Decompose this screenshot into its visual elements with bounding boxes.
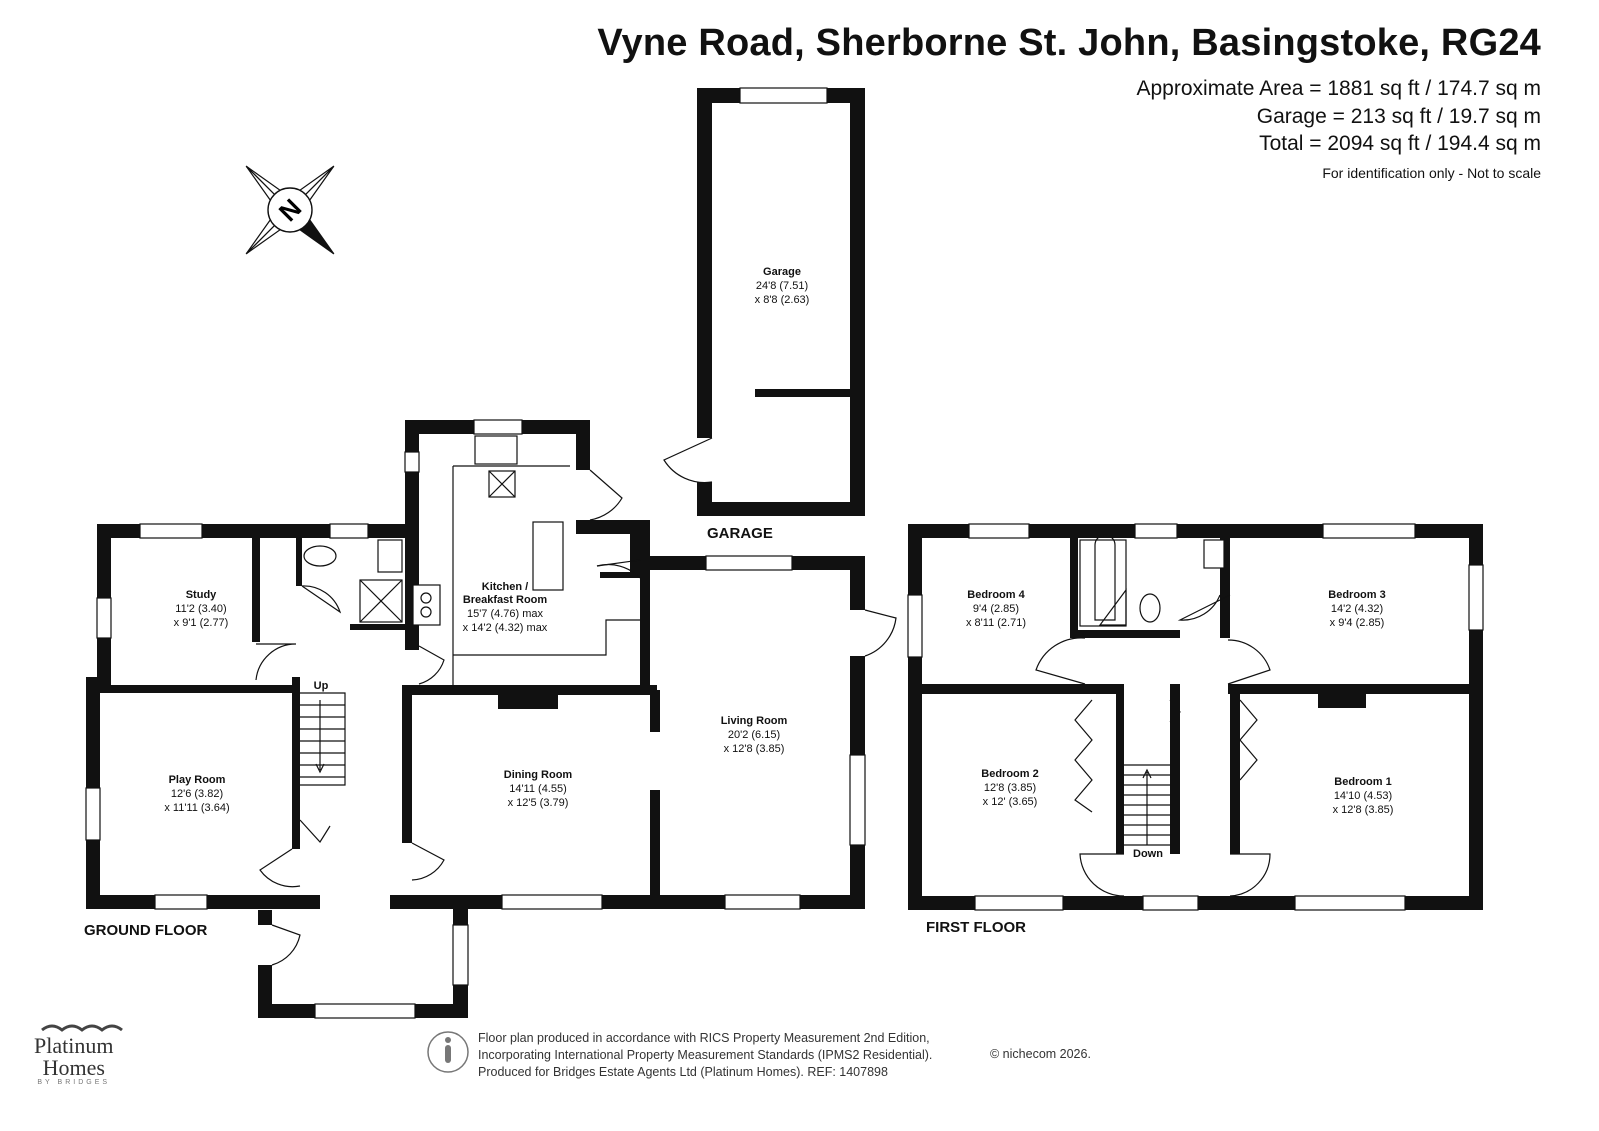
garage-floor-label: GARAGE	[707, 525, 773, 542]
kitchen-room-name-2: Breakfast Room	[463, 594, 548, 606]
first-floor-windows	[907, 523, 1484, 911]
garage-room-dim2: x 8'8 (2.63)	[755, 294, 810, 306]
copyright-text: © nichecom 2026.	[990, 1047, 1091, 1061]
study-room-dim1: 11'2 (3.40)	[175, 603, 226, 615]
footer-line-2: Incorporating International Property Mea…	[478, 1048, 933, 1062]
bedroom1-dim2: x 12'8 (3.85)	[1333, 804, 1394, 816]
footer-line-3: Produced for Bridges Estate Agents Ltd (…	[478, 1065, 888, 1079]
play-room-dim1: 12'6 (3.82)	[171, 788, 223, 800]
garage-walls	[663, 87, 865, 516]
living-room-dim1: 20'2 (6.15)	[728, 729, 780, 741]
brand-line-1: Platinum	[34, 1033, 114, 1058]
play-room-name: Play Room	[169, 774, 226, 786]
brand-line-3: BY BRIDGES	[37, 1079, 111, 1086]
kitchen-room-name: Kitchen /	[482, 581, 528, 593]
garage-room-name: Garage	[763, 266, 801, 278]
dining-label: Dining Room 14'11 (4.55) x 12'5 (3.79)	[504, 769, 573, 809]
bedroom3-label: Bedroom 3 14'2 (4.32) x 9'4 (2.85)	[1328, 589, 1385, 629]
stairs-up-label: Up	[314, 680, 329, 692]
dining-room-dim1: 14'11 (4.55)	[509, 783, 567, 795]
bedroom3-dim1: 14'2 (4.32)	[1331, 603, 1383, 615]
kitchen-room-dim1: 15'7 (4.76) max	[467, 608, 544, 620]
living-label: Living Room 20'2 (6.15) x 12'8 (3.85)	[721, 715, 788, 755]
footer-disclaimer: Floor plan produced in accordance with R…	[478, 1030, 932, 1081]
study-room-dim2: x 9'1 (2.77)	[174, 617, 229, 629]
compass-rose-icon	[245, 165, 335, 255]
bedroom4-name: Bedroom 4	[967, 589, 1025, 601]
garage-area-text: Garage = 213 sq ft / 19.7 sq m	[1256, 105, 1541, 128]
living-room-name: Living Room	[721, 715, 788, 727]
total-area-text: Total = 2094 sq ft / 194.4 sq m	[1259, 132, 1541, 155]
bedroom1-label: Bedroom 1 14'10 (4.53) x 12'8 (3.85)	[1333, 776, 1394, 816]
garage-room-dim1: 24'8 (7.51)	[756, 280, 808, 292]
garage-label: Garage 24'8 (7.51) x 8'8 (2.63)	[755, 266, 810, 306]
ground-floor-windows	[85, 419, 897, 1019]
dining-room-name: Dining Room	[504, 769, 573, 781]
kitchen-room-dim2: x 14'2 (4.32) max	[463, 622, 548, 634]
brand-line-2: Homes	[42, 1055, 105, 1080]
study-label: Study 11'2 (3.40) x 9'1 (2.77)	[174, 589, 229, 629]
ground-floor-label: GROUND FLOOR	[84, 922, 207, 939]
ground-floor-fixtures	[299, 435, 640, 843]
first-floor-label: FIRST FLOOR	[926, 919, 1026, 936]
play-room-dim2: x 11'11 (3.64)	[164, 802, 229, 814]
property-address-title: Vyne Road, Sherborne St. John, Basingsto…	[597, 22, 1541, 64]
bedroom2-dim1: 12'8 (3.85)	[984, 782, 1036, 794]
study-room-name: Study	[186, 589, 217, 601]
living-room-dim2: x 12'8 (3.85)	[724, 743, 785, 755]
bedroom2-dim2: x 12' (3.65)	[983, 796, 1038, 808]
bedroom2-label: Bedroom 2 12'8 (3.85) x 12' (3.65)	[981, 768, 1038, 808]
bedroom4-label: Bedroom 4 9'4 (2.85) x 8'11 (2.71)	[966, 589, 1026, 629]
bedroom2-name: Bedroom 2	[981, 768, 1038, 780]
person-icon	[427, 1031, 469, 1073]
bedroom1-name: Bedroom 1	[1334, 776, 1391, 788]
bedroom3-name: Bedroom 3	[1328, 589, 1385, 601]
kitchen-label: Kitchen / Breakfast Room 15'7 (4.76) max…	[463, 581, 548, 634]
brand-logo: Platinum Homes BY BRIDGES	[34, 1033, 114, 1087]
first-floor-walls	[908, 524, 1483, 910]
bedroom3-dim2: x 9'4 (2.85)	[1330, 617, 1385, 629]
disclaimer-note: For identification only - Not to scale	[1322, 165, 1541, 181]
approximate-area-text: Approximate Area = 1881 sq ft / 174.7 sq…	[1136, 77, 1542, 100]
footer-line-1: Floor plan produced in accordance with R…	[478, 1031, 930, 1045]
dining-room-dim2: x 12'5 (3.79)	[508, 797, 569, 809]
stairs-down-label: Down	[1133, 848, 1163, 860]
bedroom4-dim1: 9'4 (2.85)	[973, 603, 1019, 615]
first-floor-fixtures	[1074, 534, 1258, 846]
play-label: Play Room 12'6 (3.82) x 11'11 (3.64)	[164, 774, 229, 814]
brand-logo-icon	[41, 1024, 123, 1032]
bedroom1-dim1: 14'10 (4.53)	[1334, 790, 1392, 802]
bedroom4-dim2: x 8'11 (2.71)	[966, 617, 1026, 629]
